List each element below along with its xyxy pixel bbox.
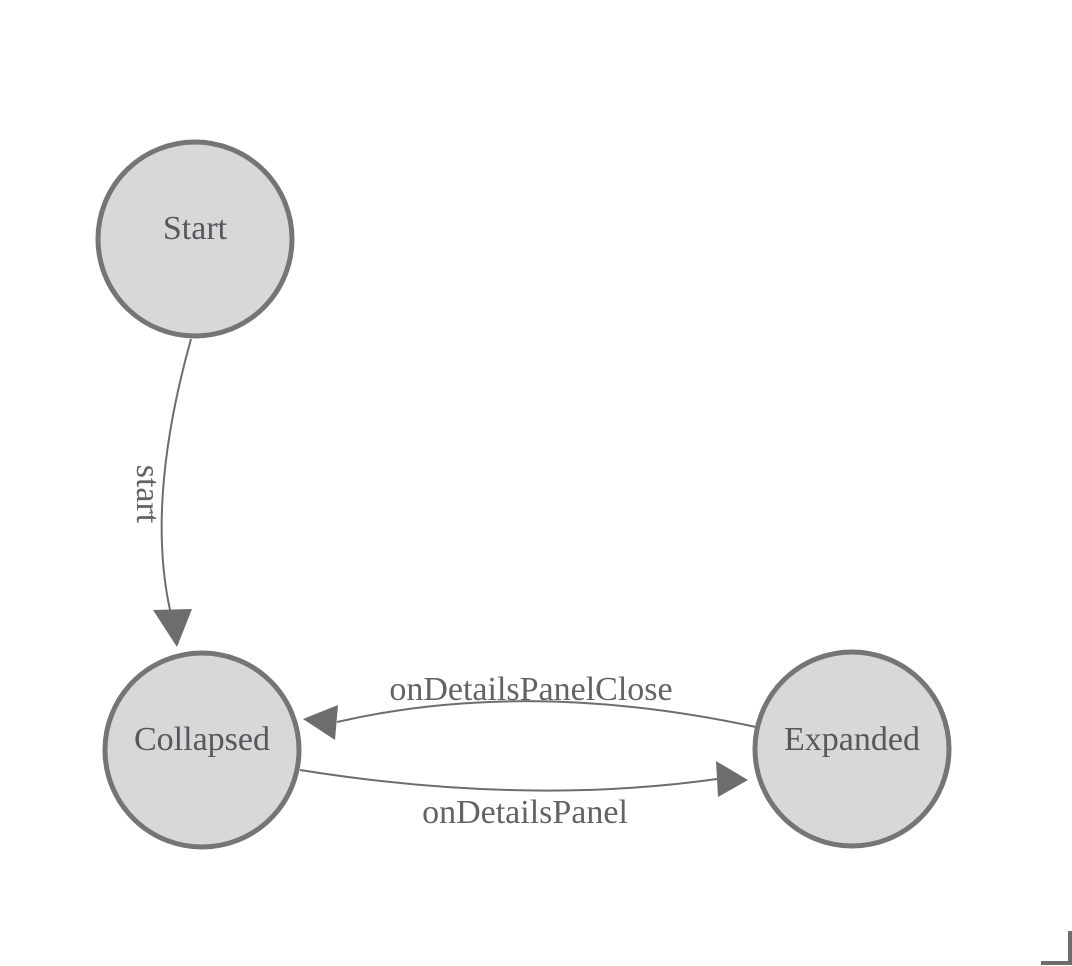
edge-label-start: start	[129, 465, 166, 524]
state-node-collapsed[interactable]: Collapsed	[102, 650, 302, 850]
state-label-start: Start	[163, 210, 228, 247]
state-circle-collapsed	[102, 650, 302, 850]
state-node-expanded[interactable]: Expanded	[752, 649, 952, 849]
state-circle-start	[95, 139, 295, 339]
edge-path-collapsed-to-expanded	[299, 769, 718, 792]
state-label-expanded: Expanded	[784, 721, 920, 758]
arrowhead-start-to-collapsed-icon	[153, 609, 192, 647]
edge-label-ondetailspanel: onDetailsPanel	[422, 794, 628, 831]
canvas-corner-resize-handle[interactable]	[1041, 931, 1072, 965]
edge-path-expanded-to-collapsed	[336, 700, 757, 728]
arrowhead-collapsed-to-expanded-icon	[716, 761, 748, 797]
state-circle-expanded	[752, 649, 952, 849]
edge-label-ondetailspanelclose: onDetailsPanelClose	[389, 671, 672, 708]
edge-path-start-to-collapsed	[160, 338, 192, 611]
state-label-collapsed: Collapsed	[134, 721, 270, 758]
edge-start-to-collapsed: start	[129, 338, 192, 647]
edge-expanded-to-collapsed: onDetailsPanelClose	[303, 671, 757, 740]
state-node-start[interactable]: Start	[95, 139, 295, 339]
arrowhead-expanded-to-collapsed-icon	[303, 705, 338, 740]
edge-collapsed-to-expanded: onDetailsPanel	[299, 761, 748, 831]
